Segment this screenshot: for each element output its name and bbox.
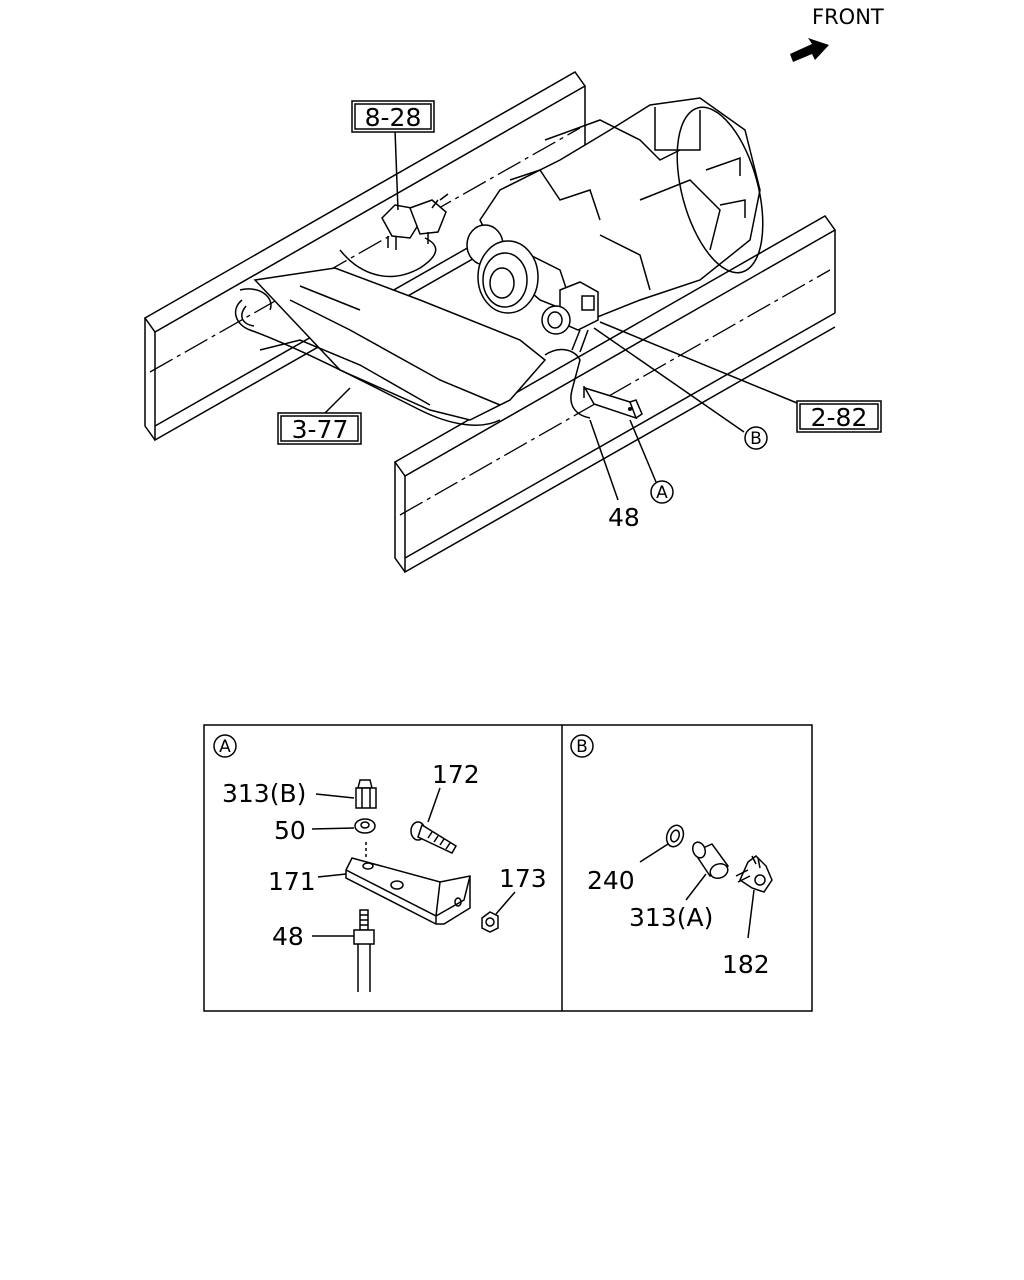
label-171: 171	[268, 867, 316, 896]
wiring-harness	[234, 237, 591, 426]
part-313b	[355, 779, 377, 809]
label-313b: 313(B)	[222, 779, 306, 808]
part-172	[410, 821, 458, 854]
detail-b-letter: B	[576, 737, 588, 757]
label-313a: 313(A)	[629, 903, 713, 932]
part-173	[481, 911, 499, 933]
front-label: FRONT	[812, 5, 884, 29]
harness-connector-828	[381, 193, 449, 250]
part-171	[345, 857, 471, 925]
detail-a: A	[213, 734, 547, 992]
part-313a	[691, 841, 730, 880]
detail-a-header: A	[213, 734, 237, 758]
part-48-label-main: 48	[608, 503, 640, 532]
ref-3-77-label: 3-77	[292, 415, 349, 444]
part-50	[354, 818, 376, 834]
detail-frame	[203, 724, 813, 1012]
detail-b: B 240 313(A) 182	[570, 734, 773, 979]
ref-box-8-28[interactable]: 8-28	[351, 100, 435, 133]
detail-a-letter: A	[219, 737, 231, 757]
part-182	[735, 855, 773, 893]
main-leader-lines	[321, 129, 798, 501]
front-arrow-icon	[790, 38, 829, 62]
callout-b[interactable]: B	[744, 426, 768, 450]
callout-a-letter: A	[656, 483, 668, 503]
label-182: 182	[722, 950, 770, 979]
ref-box-2-82[interactable]: 2-82	[796, 400, 882, 433]
output-flange	[466, 224, 539, 314]
part-240	[665, 824, 685, 848]
label-48: 48	[272, 922, 304, 951]
speed-sensor-fitting	[541, 281, 599, 335]
front-indicator: FRONT	[790, 5, 884, 62]
ref-2-82-label: 2-82	[811, 403, 868, 432]
frame-rail-right	[393, 215, 837, 574]
detail-b-header: B	[570, 734, 594, 758]
label-50: 50	[274, 816, 306, 845]
callout-a[interactable]: A	[650, 480, 674, 504]
part-48-detail	[353, 842, 375, 992]
label-172: 172	[432, 760, 480, 789]
callout-b-letter: B	[750, 429, 762, 449]
label-240: 240	[587, 866, 635, 895]
ref-box-3-77[interactable]: 3-77	[277, 412, 362, 445]
ref-8-28-label: 8-28	[365, 103, 422, 132]
label-173: 173	[499, 864, 547, 893]
bracket-48-main	[583, 386, 643, 420]
cross-member	[253, 267, 547, 421]
